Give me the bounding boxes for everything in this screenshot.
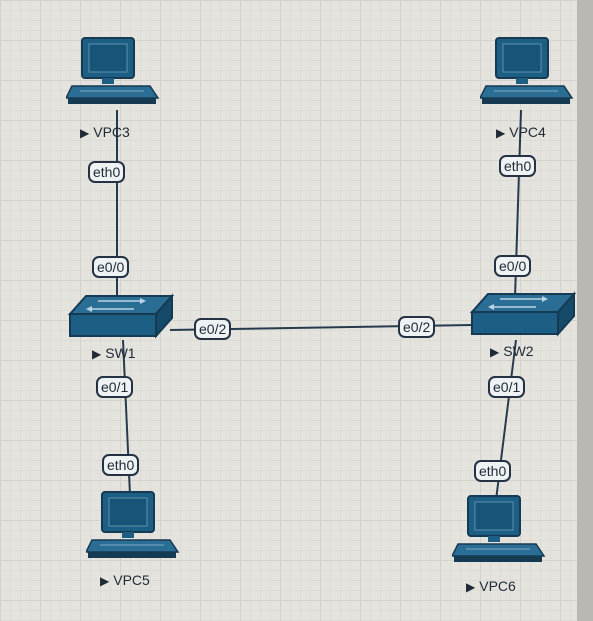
port-sw1-e0-1[interactable]: e0/1 (96, 376, 134, 398)
sw1-node[interactable] (66, 292, 176, 342)
port-vpc5-eth0[interactable]: eth0 (102, 454, 140, 476)
port-sw1-e0-0[interactable]: e0/0 (92, 256, 130, 278)
vpc6-node[interactable] (450, 494, 546, 566)
expand-triangle-icon: ▶ (92, 347, 102, 361)
expand-triangle-icon: ▶ (466, 580, 476, 594)
switch-icon (469, 291, 577, 337)
expand-triangle-icon: ▶ (100, 574, 110, 588)
expand-triangle-icon: ▶ (80, 126, 90, 140)
vpc3-label: ▶VPC3 (80, 124, 130, 140)
port-sw2-e0-1[interactable]: e0/1 (488, 376, 526, 398)
pc-icon (478, 37, 574, 104)
expand-triangle-icon: ▶ (490, 345, 500, 359)
expand-triangle-icon: ▶ (496, 126, 506, 140)
vpc5-node[interactable] (84, 490, 180, 562)
vpc3-node[interactable] (64, 36, 160, 108)
vpc6-label: ▶VPC6 (466, 578, 516, 594)
sw1-label: ▶SW1 (92, 345, 136, 361)
switch-icon (67, 293, 175, 339)
port-vpc6-eth0[interactable]: eth0 (474, 460, 512, 482)
port-sw2-e0-2[interactable]: e0/2 (398, 316, 436, 338)
pc-icon (450, 495, 546, 562)
vpc4-label: ▶VPC4 (496, 124, 546, 140)
port-sw2-e0-0[interactable]: e0/0 (494, 255, 532, 277)
pc-icon (84, 491, 180, 558)
port-vpc4-eth0[interactable]: eth0 (499, 155, 537, 177)
port-vpc3-eth0[interactable]: eth0 (88, 161, 126, 183)
pc-icon (64, 37, 160, 104)
port-sw1-e0-2[interactable]: e0/2 (194, 318, 232, 340)
vpc5-label: ▶VPC5 (100, 572, 150, 588)
sw2-label: ▶SW2 (490, 343, 534, 359)
vpc4-node[interactable] (478, 36, 574, 108)
sw2-node[interactable] (468, 290, 578, 340)
